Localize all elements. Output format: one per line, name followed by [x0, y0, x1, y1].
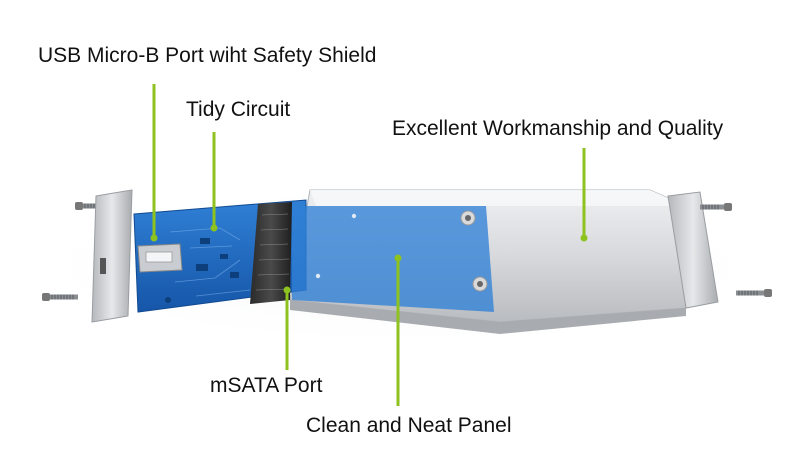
left-cap-usb-slot	[100, 258, 106, 274]
left-screw-bottom	[42, 293, 78, 301]
usb-micro-b-port	[137, 243, 183, 273]
pcb-traces	[169, 227, 251, 297]
right-end-cap	[667, 191, 719, 309]
label-usb-port: USB Micro-B Port wiht Safety Shield	[38, 44, 377, 67]
left-screw-top	[75, 202, 105, 210]
leader-lines	[152, 84, 586, 406]
msata-card	[292, 206, 494, 312]
label-msata-port: mSATA Port	[210, 374, 323, 397]
label-tidy-circuit: Tidy Circuit	[186, 98, 291, 121]
pcb-components	[165, 238, 239, 303]
label-workmanship: Excellent Workmanship and Quality	[392, 117, 724, 140]
right-screw-top	[700, 203, 732, 211]
label-clean-panel: Clean and Neat Panel	[306, 414, 512, 437]
msata-connector	[250, 202, 292, 304]
left-end-cap	[91, 189, 133, 323]
right-screw-bottom	[736, 289, 772, 297]
